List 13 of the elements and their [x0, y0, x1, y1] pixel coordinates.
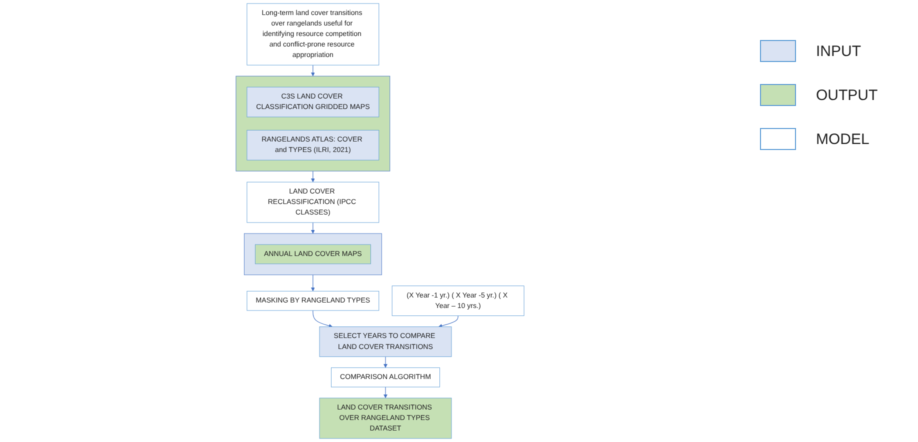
- legend-label: INPUT: [816, 42, 861, 60]
- legend-label: MODEL: [816, 130, 870, 148]
- arrow: [311, 274, 315, 292]
- arrow: [438, 315, 458, 328]
- legend-label: OUTPUT: [816, 86, 878, 104]
- arrow: [311, 170, 315, 182]
- arrow: [384, 356, 388, 368]
- arrow: [312, 310, 333, 328]
- cluster: [236, 76, 390, 172]
- arrow: [311, 64, 315, 76]
- arrow: [384, 386, 388, 398]
- arrow: [311, 222, 315, 234]
- cluster: [244, 233, 382, 276]
